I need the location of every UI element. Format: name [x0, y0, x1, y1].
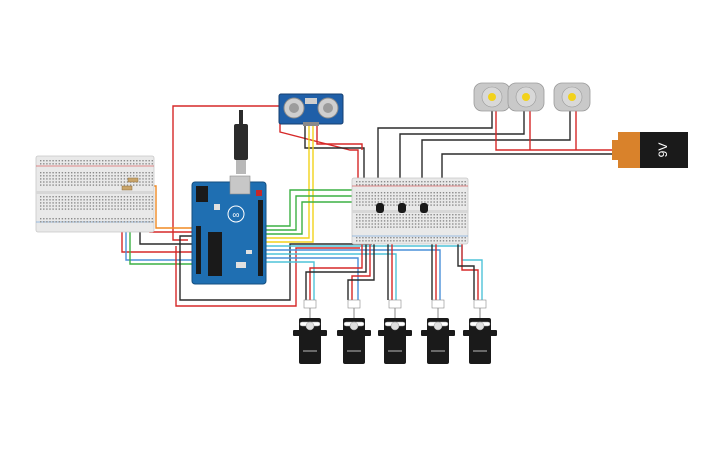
wires: [121, 105, 612, 307]
servos: [293, 299, 497, 364]
left-breadboard-holes: [40, 160, 153, 223]
wire-sensor-yellow-1: [266, 126, 310, 239]
battery-9v: 9V: [612, 132, 688, 168]
wire-servo5-red: [461, 244, 479, 300]
servo-body: [427, 318, 449, 364]
motor-shaft: [568, 93, 576, 101]
sensor-pins: [303, 122, 319, 126]
servo-connector: [388, 299, 402, 309]
wire-sensor-yellow-2: [266, 126, 314, 243]
left-breadboard: [35, 155, 155, 233]
servo-connector: [431, 299, 445, 309]
arduino-uno: ∞: [191, 110, 267, 285]
wire-motor2-black: [399, 110, 525, 205]
servo-body: [384, 318, 406, 364]
reset-button: [256, 190, 262, 196]
transistor: [398, 203, 406, 213]
wire-servo2-black: [347, 244, 375, 300]
wire-motor1-red: [495, 110, 612, 151]
servo-motor: [293, 299, 327, 364]
arduino-logo: [227, 205, 245, 223]
servo-motor: [337, 299, 371, 364]
usb-port: [229, 175, 251, 195]
wire-green-2: [266, 195, 402, 231]
dc-motors: [473, 82, 591, 112]
wire-servo1-black: [305, 244, 367, 300]
wire-servo5-black: [457, 244, 475, 300]
power-jack: [196, 186, 208, 202]
dc-motor: [553, 82, 591, 112]
usb-cable: [239, 110, 243, 124]
dc-motor: [507, 82, 545, 112]
servo-connector: [347, 299, 361, 309]
servo-connector: [303, 299, 317, 309]
transistor: [376, 203, 384, 213]
battery-terminal: [612, 140, 620, 160]
digital-header: [258, 200, 263, 276]
right-breadboard: [351, 177, 469, 245]
servo-body: [469, 318, 491, 364]
ultrasonic-sensor: [278, 93, 344, 126]
servo-motor: [378, 299, 412, 364]
right-breadboard-holes: [356, 181, 466, 242]
wire-servo1-red: [309, 244, 363, 300]
arduino-logo-text: ∞: [232, 210, 239, 221]
wire-battery-black: [441, 153, 612, 183]
microcontroller-chip: [208, 232, 222, 276]
battery-body: [640, 132, 688, 168]
wire-sensor-black: [304, 126, 365, 183]
wire-servo-bus-5: [266, 261, 315, 300]
wire-green-1: [266, 189, 380, 227]
usb-plug: [234, 124, 248, 160]
wire-motor1-black: [377, 110, 493, 205]
motor-shaft: [522, 93, 530, 101]
battery-label: 9V: [656, 143, 670, 158]
transistor: [420, 203, 428, 213]
servo-body: [343, 318, 365, 364]
servo-motor: [421, 299, 455, 364]
resistor: [127, 177, 139, 183]
battery-cap: [618, 132, 640, 168]
wire-sensor-red: [316, 126, 363, 150]
wire-servo2-red: [351, 244, 371, 300]
servo-motor: [463, 299, 497, 364]
wire-servo-bus-2: [266, 249, 441, 300]
analog-header: [196, 226, 201, 274]
servo-body: [299, 318, 321, 364]
wire-servo-bus-3: [266, 253, 397, 300]
wire-servo-bus-4: [266, 257, 359, 300]
dc-motor: [473, 82, 511, 112]
wire-bottom-red: [175, 246, 360, 307]
wire-bottom-black: [179, 235, 372, 301]
usb-plug-metal: [236, 160, 246, 174]
servo-connector: [473, 299, 487, 309]
resistor: [121, 185, 133, 191]
motor-shaft: [488, 93, 496, 101]
